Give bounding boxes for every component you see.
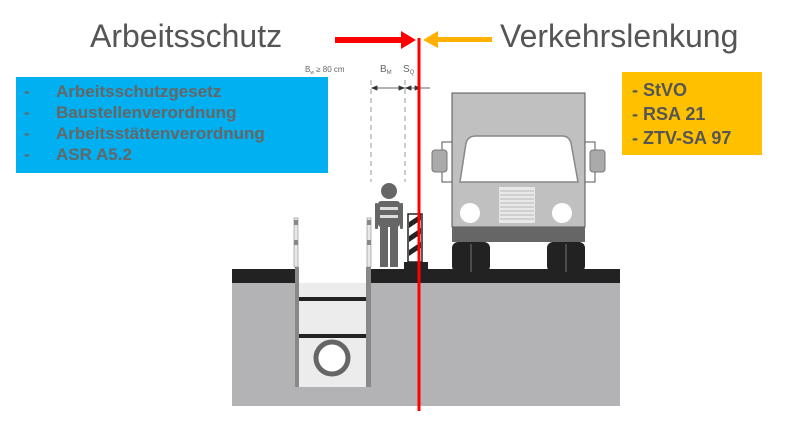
list-item: -Arbeitsstättenverordnung [24, 124, 265, 143]
title-arbeitsschutz: Arbeitsschutz [90, 18, 283, 54]
list-item: -Baustellenverordnung [24, 103, 237, 122]
list-item: - RSA 21 [632, 104, 706, 124]
sq-label: SQ [403, 64, 415, 76]
list-item: -ASR A5.2 [24, 145, 132, 164]
road-surface-left [232, 269, 295, 283]
dimension-arrow [370, 85, 430, 91]
title-verkehrslenkung: Verkehrslenkung [500, 18, 739, 54]
truck-icon [431, 92, 606, 272]
bm-label: BM [380, 64, 392, 76]
verkehrslenkung-regulations-box: - StVO - RSA 21 - ZTV-SA 97 [622, 72, 762, 155]
road-surface-right [371, 269, 620, 283]
ground [232, 283, 620, 406]
bw-label: Bw ≥ 80 cm [305, 65, 345, 76]
worker-icon [375, 183, 403, 267]
barrier-beacon-icon [404, 213, 428, 269]
dimension-lines [370, 80, 406, 182]
list-item: - ZTV-SA 97 [632, 128, 732, 148]
arbeitsschutz-regulations-box: -Arbeitsschutzgesetz -Baustellenverordnu… [16, 77, 328, 173]
orange-arrow-icon [423, 31, 492, 48]
trench [293, 217, 372, 387]
pipe-icon [313, 339, 351, 377]
list-item: - StVO [632, 80, 688, 100]
red-arrow-icon [335, 31, 416, 49]
list-item: -Arbeitsschutzgesetz [24, 82, 222, 101]
